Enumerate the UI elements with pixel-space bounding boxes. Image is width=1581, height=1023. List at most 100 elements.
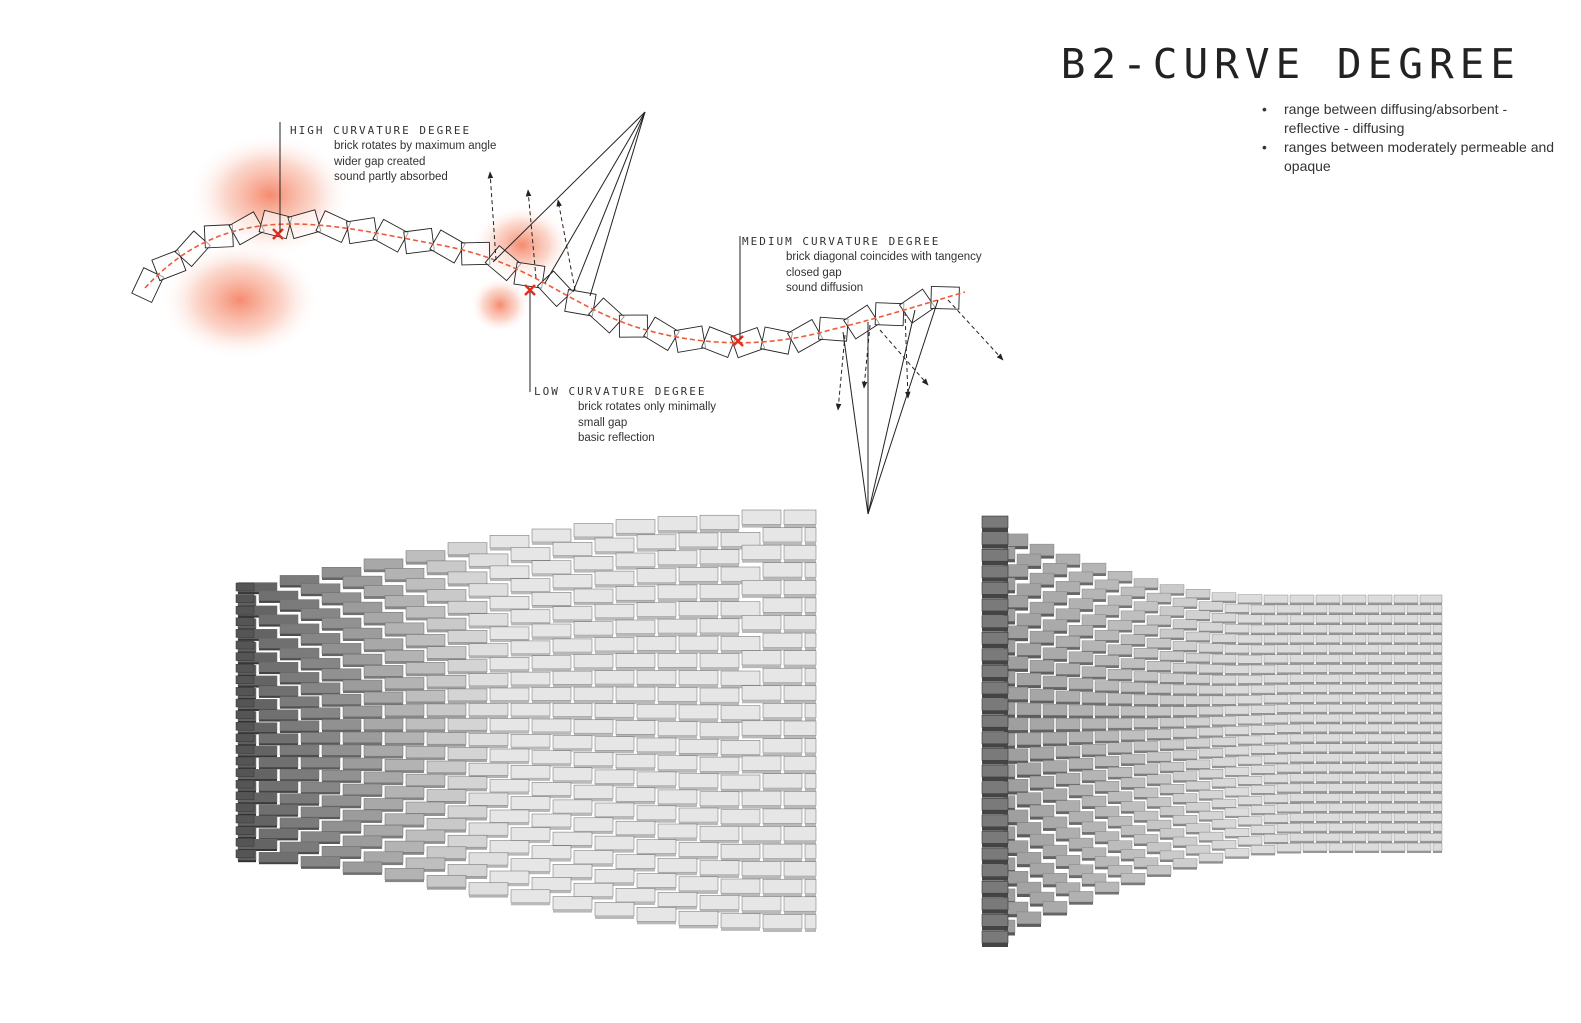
wall-brick xyxy=(1172,815,1198,825)
wall-brick xyxy=(1393,793,1419,802)
wall-brick xyxy=(1198,706,1224,716)
wall-brick xyxy=(1198,601,1224,611)
wall-brick-shadow xyxy=(343,872,382,875)
wall-brick xyxy=(1068,625,1094,637)
wall-brick xyxy=(1250,805,1276,814)
wall-brick xyxy=(1185,781,1211,790)
wall-brick xyxy=(1081,640,1107,652)
wall-brick xyxy=(1185,674,1211,684)
wall-brick-shadow xyxy=(427,601,466,604)
brick xyxy=(228,211,265,246)
wall-brick-shadow xyxy=(1004,590,1015,594)
wall-brick xyxy=(384,595,425,608)
wall-brick xyxy=(1341,634,1367,643)
wall-brick-shadow xyxy=(1212,786,1236,789)
wall-brick-shadow xyxy=(595,684,634,688)
wall-brick xyxy=(1302,763,1328,772)
wall-brick xyxy=(300,732,341,743)
wall-brick-shadow xyxy=(742,805,781,809)
end-brick-shadow xyxy=(982,644,1008,649)
wall-brick xyxy=(1224,726,1250,735)
end-brick-shadow xyxy=(982,810,1008,815)
end-brick xyxy=(981,814,1009,828)
wall-brick-shadow xyxy=(1004,652,1015,656)
wall-brick xyxy=(1211,654,1237,664)
wall-brick-shadow xyxy=(385,743,424,746)
wall-brick-shadow xyxy=(301,841,340,844)
wall-brick-shadow xyxy=(1277,831,1301,834)
wall-brick-shadow xyxy=(322,704,361,707)
wall-brick xyxy=(699,825,740,841)
wall-brick-shadow xyxy=(238,662,277,665)
wall-brick-shadow xyxy=(1316,821,1340,824)
wall-brick xyxy=(678,910,719,926)
wall-brick-shadow xyxy=(1017,894,1041,897)
wall-brick xyxy=(552,896,593,910)
wall-brick-shadow xyxy=(364,809,403,812)
wall-brick-shadow xyxy=(1121,763,1145,766)
wall-brick-shadow xyxy=(1277,732,1301,735)
wall-brick-shadow xyxy=(1186,597,1210,600)
wall-brick-shadow xyxy=(1082,780,1106,784)
wall-brick xyxy=(258,709,299,720)
wall-brick-shadow xyxy=(1303,692,1327,695)
wall-brick-shadow xyxy=(595,916,634,919)
wall-brick-shadow xyxy=(1277,791,1301,794)
wall-brick-shadow xyxy=(238,685,277,688)
wall-brick xyxy=(489,748,530,762)
wall-brick-shadow xyxy=(1407,632,1431,635)
wall-brick-shadow xyxy=(322,577,361,580)
wall-brick-shadow xyxy=(1121,859,1145,862)
wall-brick xyxy=(1016,702,1042,716)
wall-brick xyxy=(741,509,782,525)
wall-brick xyxy=(1419,773,1443,782)
wall-brick-shadow xyxy=(805,753,816,757)
wall-brick xyxy=(1107,620,1133,631)
wall-brick xyxy=(489,596,530,610)
wall-brick xyxy=(1224,705,1250,715)
annotation-line: basic reflection xyxy=(578,432,655,444)
wall-brick-shadow xyxy=(1303,632,1327,635)
wall-brick-shadow xyxy=(742,735,781,739)
wall-brick xyxy=(1211,840,1237,849)
wall-brick-shadow xyxy=(784,594,816,598)
wall-brick xyxy=(1185,738,1211,748)
wall-brick-shadow xyxy=(784,700,816,704)
wall-brick-shadow xyxy=(1121,596,1145,599)
annotation-line: closed gap xyxy=(786,266,842,279)
page-title: B2-CURVE DEGREE xyxy=(1060,40,1521,88)
wall-brick xyxy=(615,854,656,869)
wall-brick-shadow xyxy=(532,732,571,735)
wall-brick-shadow xyxy=(1082,858,1106,861)
wall-brick xyxy=(1016,732,1042,746)
wall-brick-shadow xyxy=(1225,836,1249,839)
wall-brick-shadow xyxy=(1290,602,1314,605)
wall-brick-shadow xyxy=(1381,851,1405,853)
wall-brick xyxy=(1172,728,1198,738)
wall-brick-shadow xyxy=(427,801,466,804)
wall-brick-shadow xyxy=(1368,602,1392,605)
wall-brick xyxy=(321,643,362,655)
wall-brick xyxy=(279,696,320,707)
glow-zone xyxy=(160,240,320,360)
wall-brick xyxy=(1289,594,1315,604)
wall-brick xyxy=(1198,852,1224,862)
wall-brick-shadow xyxy=(1238,844,1262,847)
wall-brick xyxy=(405,717,446,730)
wall-brick-shadow xyxy=(679,822,718,826)
wall-brick-shadow xyxy=(721,789,760,793)
wall-brick xyxy=(468,553,509,567)
wall-brick xyxy=(1237,796,1263,805)
wall-brick xyxy=(1120,753,1146,764)
wall-brick-shadow xyxy=(1160,660,1184,663)
wall-brick xyxy=(1081,795,1107,807)
wall-brick-shadow xyxy=(511,778,550,781)
wall-brick xyxy=(1107,767,1133,778)
wall-brick-shadow xyxy=(1329,811,1353,814)
wall-brick xyxy=(1289,634,1315,643)
wall-brick-shadow xyxy=(742,524,781,528)
wall-brick-shadow xyxy=(1108,605,1132,608)
wall-brick xyxy=(1250,745,1276,754)
wall-brick xyxy=(678,635,719,651)
wall-brick-shadow xyxy=(1134,634,1158,637)
